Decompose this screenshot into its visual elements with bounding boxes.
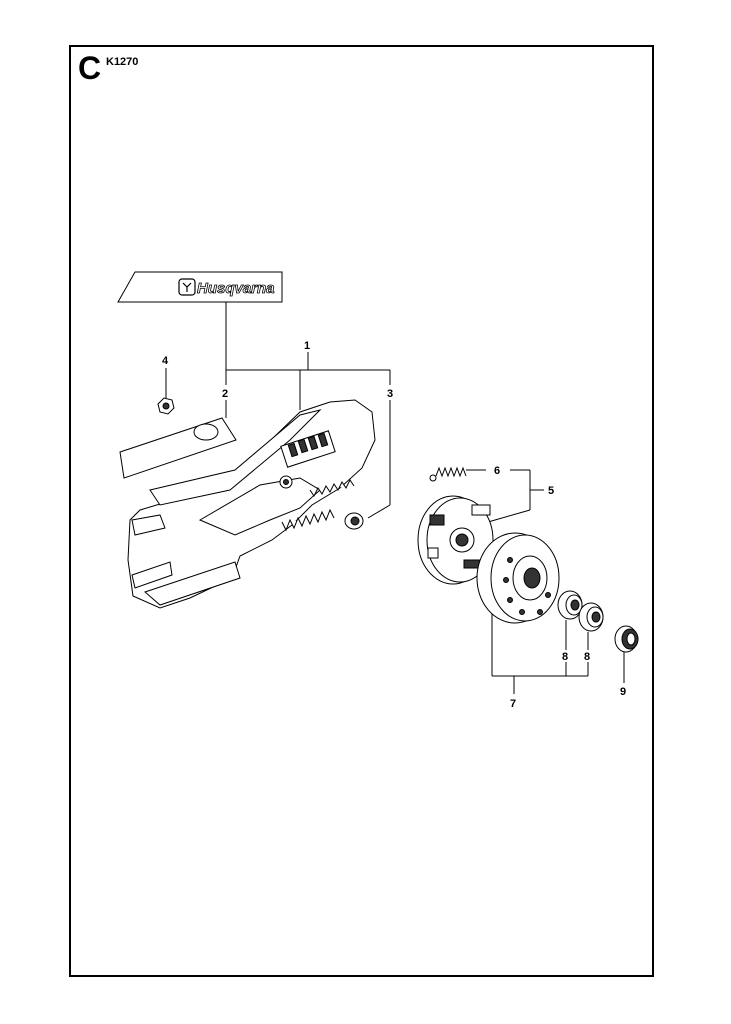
- callout-8a: 8: [562, 651, 568, 663]
- bearing-part-8a: [557, 590, 583, 620]
- sticker-part-2: [119, 417, 237, 479]
- callout-7: 7: [510, 698, 516, 710]
- husqvarna-logo-icon: [178, 278, 196, 296]
- washer-part-3: [344, 512, 364, 530]
- page-frame: [69, 45, 654, 977]
- callout-5: 5: [548, 485, 554, 497]
- clutch-part-5: [417, 495, 494, 585]
- guard-teeth: [281, 479, 355, 532]
- husqvarna-decal: Husqvarna: [117, 271, 283, 303]
- seal-ring-part-9: [614, 625, 639, 653]
- callout-1: 1: [304, 340, 310, 352]
- callout-8b: 8: [584, 651, 590, 663]
- nut-part-4: [157, 397, 175, 415]
- callout-3: 3: [387, 388, 393, 400]
- guard-vent-grille: [280, 430, 336, 468]
- callout-2: 2: [222, 388, 228, 400]
- bearing-part-8b: [578, 602, 604, 632]
- model-code: K1270: [106, 56, 139, 68]
- belt-guard-part-1: [127, 399, 376, 609]
- section-letter: C: [78, 50, 102, 86]
- callout-9: 9: [620, 686, 626, 698]
- callout-4: 4: [162, 355, 169, 367]
- clutch-drum-part-7: [476, 532, 560, 624]
- decal-brand-text: Husqvarna: [197, 280, 275, 297]
- spring-part-6: [429, 466, 467, 482]
- callout-6: 6: [494, 465, 500, 477]
